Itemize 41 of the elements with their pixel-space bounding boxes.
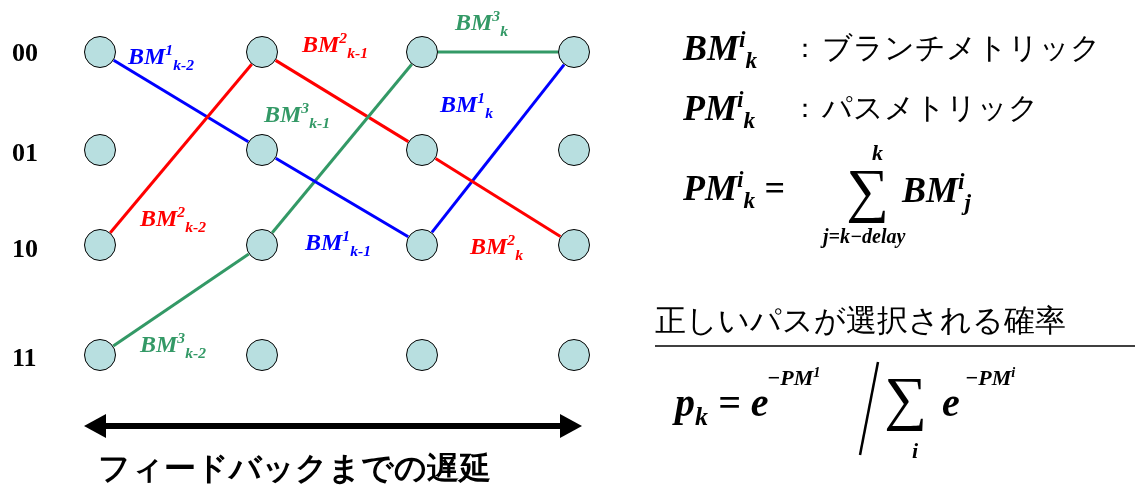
row-label: 10 xyxy=(12,236,38,262)
state-circle xyxy=(558,229,590,261)
trellis-branch xyxy=(109,63,253,234)
state-circle xyxy=(406,229,438,261)
sum-limit: i xyxy=(912,440,919,462)
trellis-branch xyxy=(430,63,566,234)
formula-text: PM$^{i}$$_{k}$ = xyxy=(683,168,785,213)
heading-text: 正しいパスが選択される確率 xyxy=(655,305,1066,336)
trellis-branch xyxy=(274,59,410,143)
state-circle xyxy=(558,134,590,166)
definition-text: ブランチメトリック xyxy=(822,33,1101,63)
state-circle xyxy=(406,134,438,166)
trellis-branch xyxy=(112,59,250,143)
state-circle xyxy=(406,339,438,371)
exponent-text: −PM$^{1}$ xyxy=(767,365,821,390)
trellis-branch xyxy=(438,50,558,54)
trellis-branch xyxy=(112,252,250,348)
state-circle xyxy=(246,339,278,371)
definition-text: パスメトリック xyxy=(822,93,1039,123)
state-circle xyxy=(246,229,278,261)
state-circle xyxy=(84,339,116,371)
exponent-text: −PM$^{i}$ xyxy=(965,365,1016,390)
colon: ： xyxy=(792,96,818,122)
row-label: 11 xyxy=(12,345,37,371)
state-circle xyxy=(558,36,590,68)
colon: ： xyxy=(792,36,818,62)
state-circle xyxy=(246,36,278,68)
sum-limit: k xyxy=(872,142,883,164)
formula-text: e xyxy=(942,383,960,423)
state-circle xyxy=(84,36,116,68)
row-label: 01 xyxy=(12,140,38,166)
state-circle xyxy=(406,36,438,68)
state-circle xyxy=(84,134,116,166)
state-circle xyxy=(558,339,590,371)
state-circle xyxy=(84,229,116,261)
trellis-branch xyxy=(275,156,409,239)
row-label: 00 xyxy=(12,40,38,66)
axis-caption: フィードバックまでの遅延 xyxy=(98,452,491,484)
trellis-branch xyxy=(434,157,562,238)
trellis-branch xyxy=(271,63,413,234)
state-circle xyxy=(246,134,278,166)
